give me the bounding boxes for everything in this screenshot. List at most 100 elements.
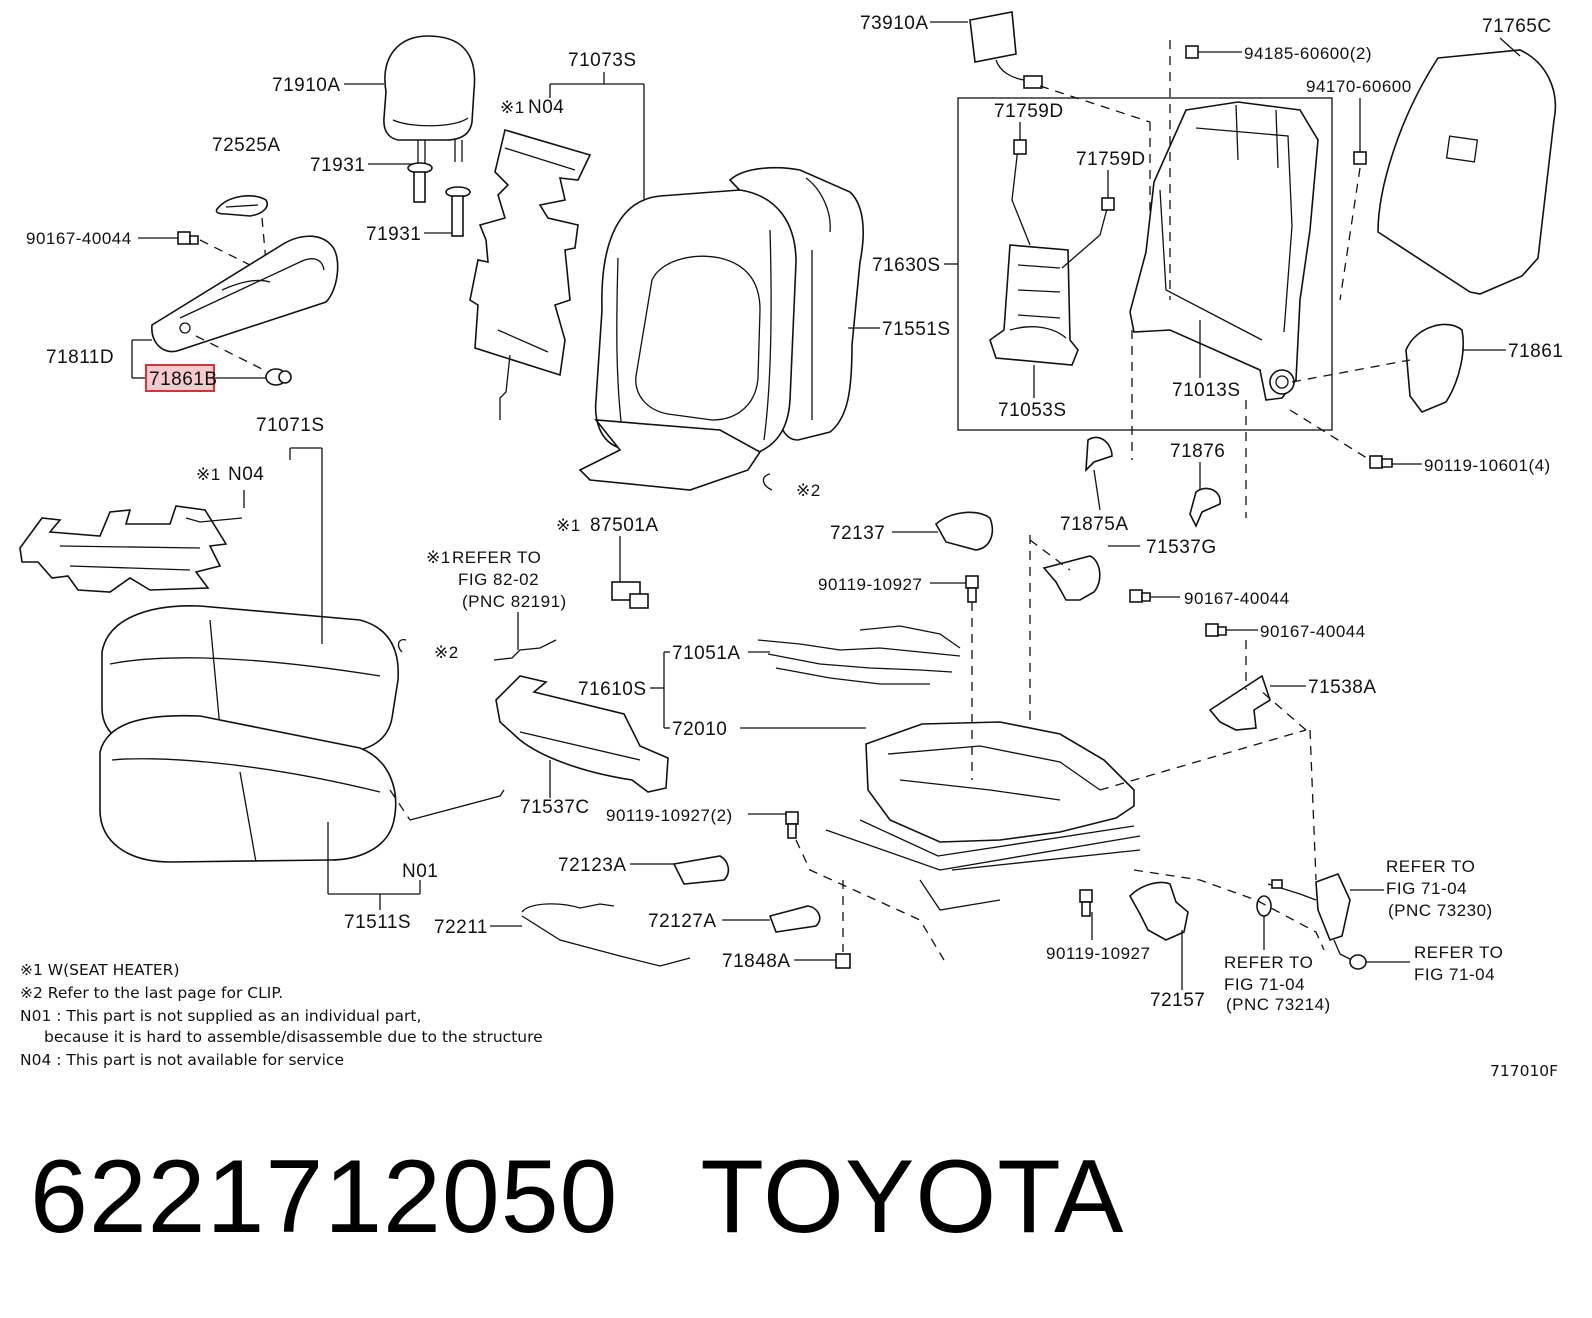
- harness-82191: [493, 639, 557, 661]
- cover-72123A: [672, 855, 730, 885]
- label-73910A: 73910A: [860, 13, 929, 34]
- leader-lines: [131, 21, 1521, 990]
- side-panel-72157: [1129, 881, 1189, 941]
- label-N04-a: N04: [528, 97, 564, 118]
- cover-72127A: [768, 905, 821, 933]
- lever-72525A: [215, 195, 268, 217]
- label-71053S: 71053S: [998, 400, 1067, 421]
- bracket-71537G: [1042, 555, 1101, 601]
- anchor-73214: [1256, 895, 1272, 917]
- refer-73214-line1: REFER TO: [1224, 953, 1313, 972]
- pan-71537C: [495, 675, 669, 793]
- lumbar-support-71053S: [989, 139, 1115, 366]
- refer-73214-line2: FIG 71-04: [1224, 975, 1305, 994]
- label-71538A: 71538A: [1308, 677, 1377, 698]
- refer-71-04-line1: REFER TO: [1414, 943, 1503, 962]
- mark-1-b: ※1: [196, 465, 221, 484]
- label-72157: 72157: [1150, 990, 1205, 1011]
- label-71610S: 71610S: [578, 679, 647, 700]
- label-87501A: 87501A: [590, 515, 659, 536]
- headrest-71910A: [383, 35, 476, 168]
- label-94170-60600: 94170-60600: [1306, 77, 1412, 96]
- refer-82-02-line3: (PNC 82191): [462, 592, 567, 611]
- side-shield-71811D: [151, 235, 339, 353]
- label-71876: 71876: [1170, 441, 1225, 462]
- bracket-71538A: [1208, 674, 1271, 731]
- refer-73230-line3: (PNC 73230): [1388, 901, 1493, 920]
- bolt-90167-40044-left: [177, 231, 199, 245]
- label-N04-b: N04: [228, 464, 264, 485]
- label-71848A: 71848A: [722, 951, 791, 972]
- note-4: because it is hard to assemble/disassemb…: [44, 1028, 543, 1046]
- label-71811D: 71811D: [46, 347, 114, 368]
- clip-71848A: [835, 953, 851, 969]
- part-labels: 73910A 94185-60600(2) 71765C 94170-60600…: [26, 13, 1563, 1014]
- refer-73230-line2: FIG 71-04: [1386, 879, 1467, 898]
- part-number: 6221712050: [30, 1139, 619, 1255]
- refer-73214-line3: (PNC 73214): [1226, 995, 1331, 1014]
- label-71051A: 71051A: [672, 643, 741, 664]
- label-90119-10927-a: 90119-10927: [818, 575, 922, 594]
- figure-code: 717010F: [1490, 1062, 1558, 1080]
- label-90167-40044-b: 90167-40044: [1184, 589, 1290, 608]
- note-5: N04 : This part is not available for ser…: [20, 1051, 344, 1069]
- refer-82-02-line1: REFER TO: [452, 548, 541, 567]
- mark-2-a: ※2: [796, 481, 821, 500]
- recliner-cover-72137: [934, 511, 994, 551]
- label-72137: 72137: [830, 523, 885, 544]
- label-72525A: 72525A: [212, 135, 281, 156]
- label-71071S: 71071S: [256, 415, 325, 436]
- cover-71876: [1189, 487, 1221, 528]
- seat-belt-buckle: [1267, 872, 1367, 970]
- clip-mark-2: [397, 639, 407, 653]
- connector-87501A: [611, 581, 649, 609]
- label-71931-lower: 71931: [366, 224, 421, 245]
- brand-name: TOYOTA: [700, 1139, 1125, 1255]
- seat-frame-72010: [825, 721, 1141, 911]
- seatback-frame-71013S: [1129, 101, 1319, 401]
- label-90119-10927-b: 90119-10927: [1046, 944, 1150, 963]
- label-71551S: 71551S: [882, 319, 951, 340]
- label-71931-upper: 71931: [310, 155, 365, 176]
- nut-94185-60600: [1185, 45, 1199, 59]
- label-72127A: 72127A: [648, 911, 717, 932]
- refer-71-04-line2: FIG 71-04: [1414, 965, 1495, 984]
- label-90167-40044-a: 90167-40044: [26, 229, 132, 248]
- cover-71875A: [1085, 436, 1113, 473]
- mark-2-b: ※2: [434, 643, 459, 662]
- cushion-heater-N04: [19, 505, 243, 593]
- refer-73230-line1: REFER TO: [1386, 857, 1475, 876]
- headrest-support-71931-lower: [445, 186, 471, 237]
- label-71861: 71861: [1508, 341, 1563, 362]
- label-71910A: 71910A: [272, 75, 341, 96]
- label-90119-10601: 90119-10601(4): [1424, 456, 1551, 475]
- note-3: N01 : This part is not supplied as an in…: [20, 1007, 421, 1025]
- note-2: ※2 Refer to the last page for CLIP.: [20, 984, 283, 1002]
- label-90119-10927-2: 90119-10927(2): [606, 806, 733, 825]
- label-71511S: 71511S: [344, 912, 411, 933]
- label-72123A: 72123A: [558, 855, 627, 876]
- note-1: ※1 W(SEAT HEATER): [20, 961, 180, 979]
- label-72010: 72010: [672, 719, 727, 740]
- bolt-90167-40044-b: [1129, 589, 1151, 603]
- label-71013S: 71013S: [1172, 380, 1241, 401]
- label-71537G: 71537G: [1146, 537, 1217, 558]
- cushion-pad-71511S: [99, 714, 397, 863]
- mark-1-a: ※1: [500, 98, 525, 117]
- caption: 6221712050 TOYOTA: [30, 1138, 1124, 1257]
- mark-1-c: ※1: [556, 516, 581, 535]
- label-N01: N01: [402, 861, 438, 882]
- label-71861B: 71861B: [149, 369, 218, 390]
- cover-71861: [1405, 323, 1465, 413]
- sensor-wire: [409, 789, 505, 821]
- label-94185-60600: 94185-60600(2): [1244, 44, 1372, 63]
- bolt-90167-40044-c: [1205, 623, 1227, 637]
- cable-72211: [521, 903, 691, 967]
- bolt-90119-10927-lower: [1079, 889, 1093, 917]
- label-71765C: 71765C: [1482, 16, 1552, 37]
- label-72211: 72211: [434, 917, 488, 938]
- headrest-support-71931-upper: [407, 162, 433, 203]
- label-71759D-a: 71759D: [994, 101, 1064, 122]
- clip-mark: [762, 473, 773, 491]
